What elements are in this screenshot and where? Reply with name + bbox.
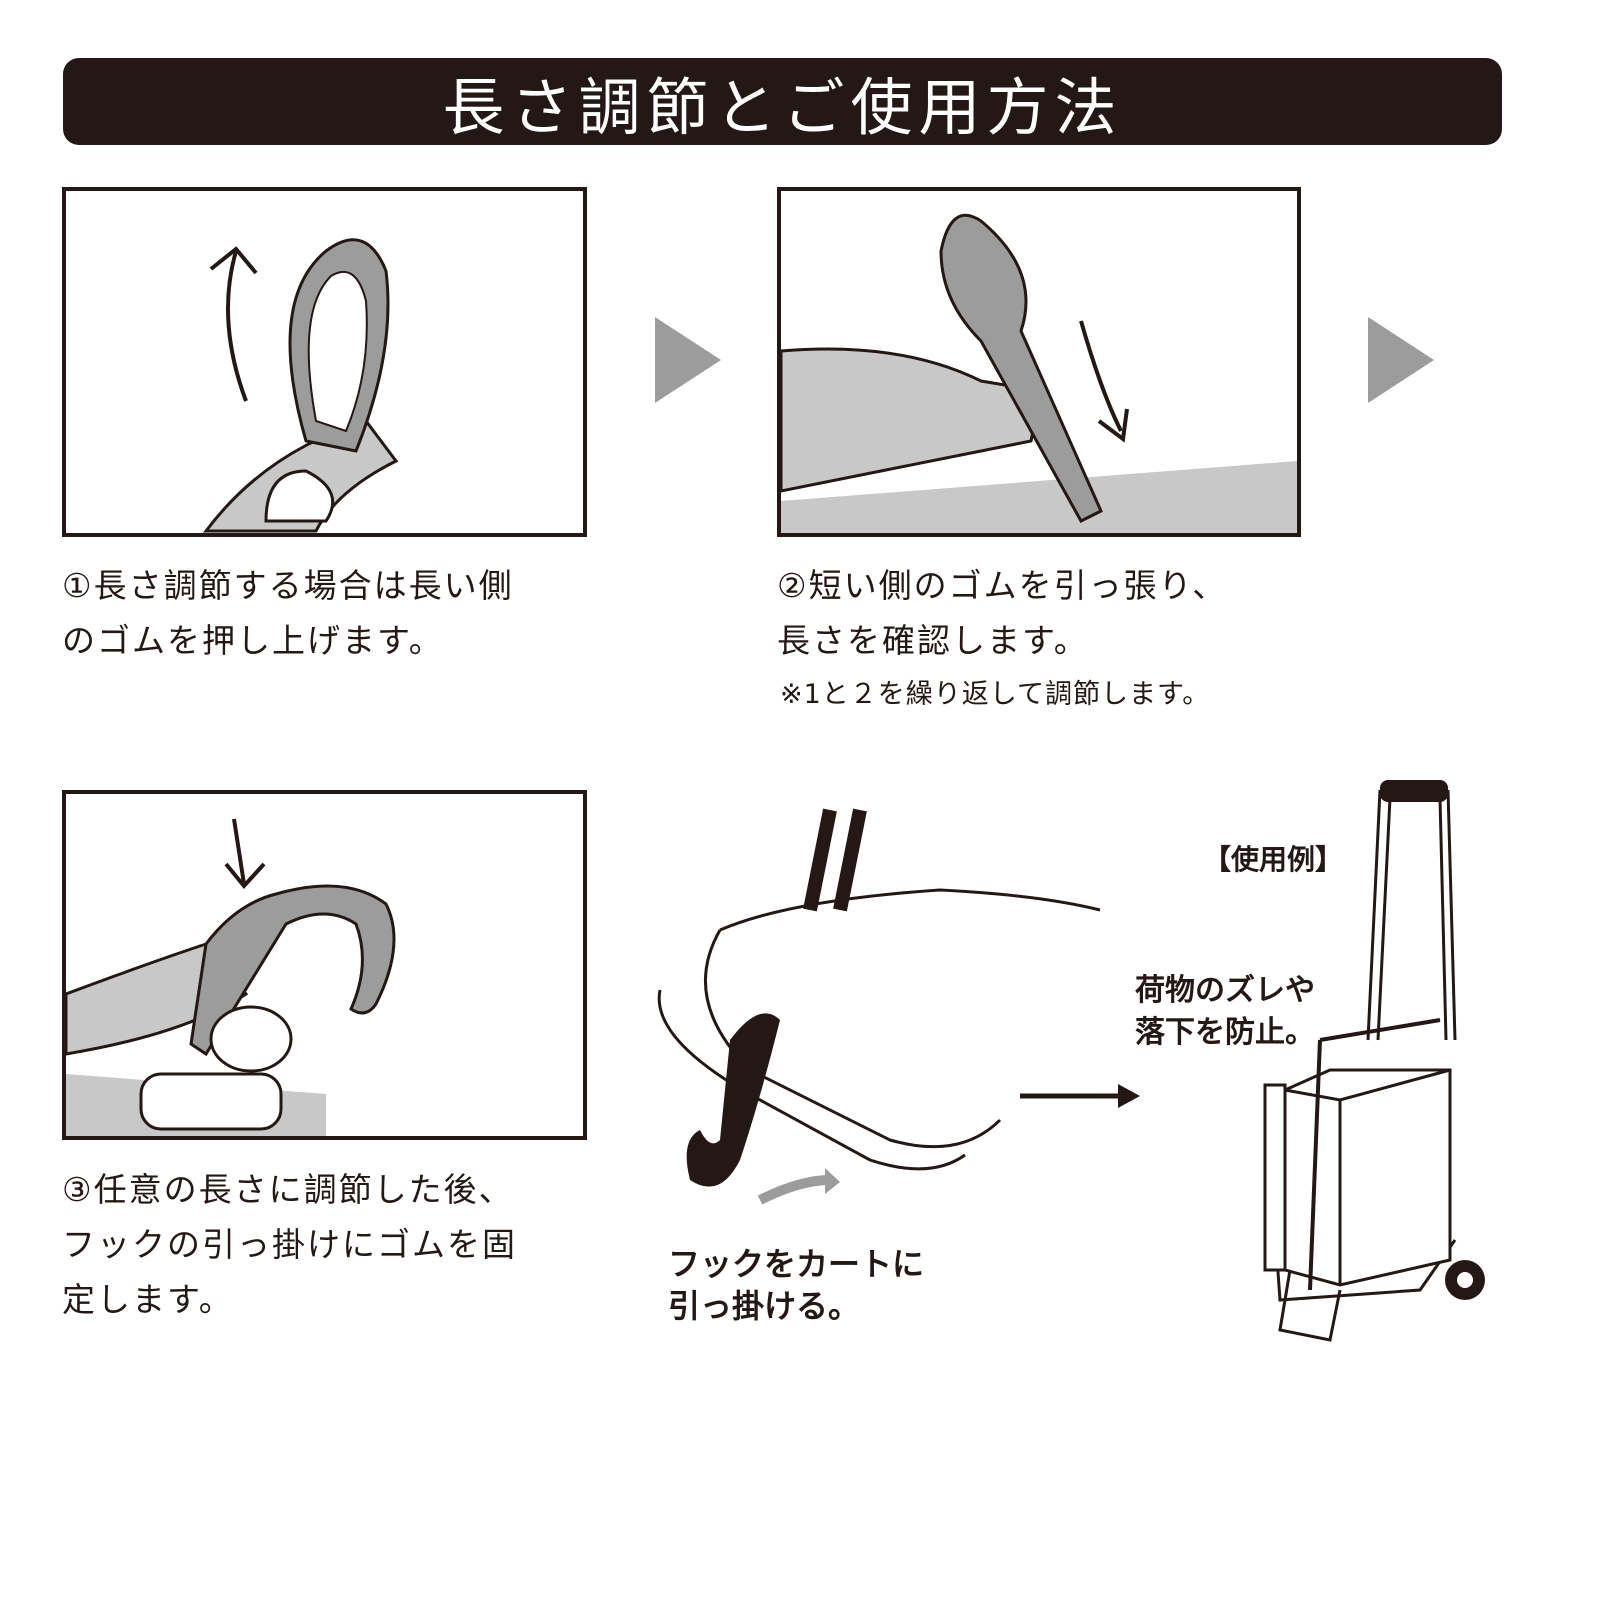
example-caption: 荷物のズレや落下を防止。 [1135, 973, 1315, 1050]
next-arrow-icon [655, 317, 721, 403]
hook-caption: フックをカートに引っ掛ける。 [668, 1245, 925, 1325]
step2-illustration [777, 187, 1301, 537]
step1-illustration [62, 187, 587, 537]
step3-illustration [62, 790, 587, 1140]
step3-text: ③任意の長さに調節した後、フックの引っ掛けにゴムを固定します。 [62, 1170, 517, 1319]
hook-illustration [657, 808, 1101, 1205]
cart-illustration [1263, 780, 1485, 1342]
next-arrow-icon [1368, 317, 1434, 403]
right-arrow-icon [1020, 1084, 1140, 1108]
step1-text: ①長さ調節する場合は長い側のゴムを押し上げます。 [62, 566, 514, 660]
page-title: 長さ調節とご使用方法 [442, 70, 1123, 144]
step2-text: ②短い側のゴムを引っ張り、長さを確認します。 [777, 566, 1228, 660]
example-label: 【使用例】 [1203, 843, 1344, 876]
step2-note: ※1と２を繰り返して調節します。 [780, 679, 1211, 710]
title-bar: 長さ調節とご使用方法 [63, 58, 1502, 145]
